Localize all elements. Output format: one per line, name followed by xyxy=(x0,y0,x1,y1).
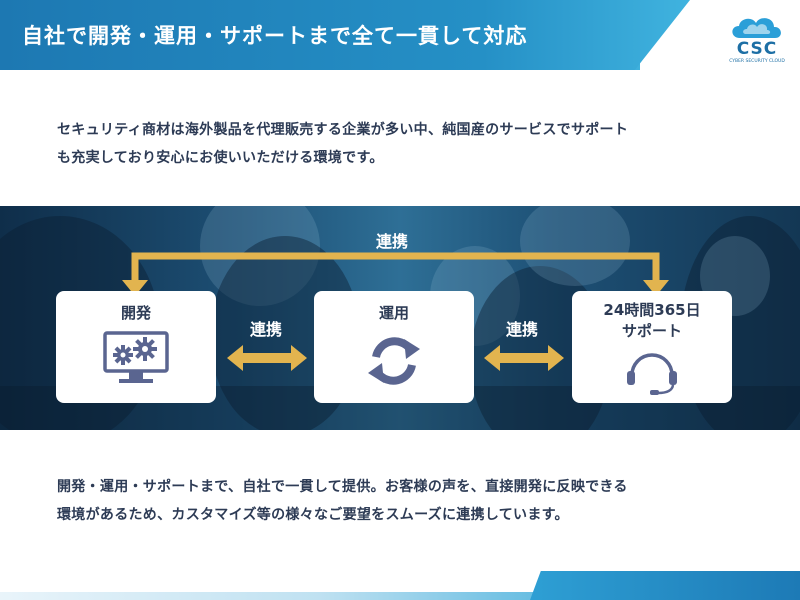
monitor-gears-icon xyxy=(103,331,169,383)
intro-line-2: も充実しており安心にお使いいただける環境です。 xyxy=(57,150,384,166)
left-link-arrow xyxy=(227,345,307,371)
outro-line-2: 環境があるため、カスタマイズ等の様々なご要望をスムーズに連携しています。 xyxy=(57,507,569,523)
support-title-line-2: サポート xyxy=(621,322,682,340)
company-logo: CSC CYBER SECURITY CLOUD xyxy=(722,12,792,68)
header-band xyxy=(0,0,690,70)
refresh-cycle-icon xyxy=(368,337,420,385)
right-link-label: 連携 xyxy=(506,320,539,339)
left-link-label: 連携 xyxy=(250,320,283,339)
logo-subtitle: CYBER SECURITY CLOUD xyxy=(729,59,785,64)
page-title: 自社で開発・運用・サポートまで全て一貫して対応 xyxy=(22,24,528,48)
development-title: 開発 xyxy=(120,304,151,322)
right-link-arrow xyxy=(484,345,564,371)
outro-paragraph: 開発・運用・サポートまで、自社で一貫して提供。お客様の声を、直接開発に反映できる… xyxy=(57,473,757,529)
footer-gradient-line xyxy=(0,592,800,600)
intro-line-1: セキュリティ商材は海外製品を代理販売する企業が多い中、純国産のサービスでサポート xyxy=(57,122,629,138)
support-card: 24時間365日 サポート xyxy=(572,291,732,403)
support-title-line-1: 24時間365日 xyxy=(603,301,701,319)
intro-paragraph: セキュリティ商材は海外製品を代理販売する企業が多い中、純国産のサービスでサポート… xyxy=(57,116,757,172)
outro-line-1: 開発・運用・サポートまで、自社で一貫して提供。お客様の声を、直接開発に反映できる xyxy=(57,479,628,495)
top-link-label: 連携 xyxy=(376,232,409,251)
header-bar: 自社で開発・運用・サポートまで全て一貫して対応 xyxy=(0,0,800,70)
operations-card: 運用 xyxy=(314,291,474,403)
logo-wordmark: CSC xyxy=(736,39,778,59)
operations-title: 運用 xyxy=(378,304,409,322)
top-link-arrow xyxy=(122,252,669,296)
footer-accent-block xyxy=(530,571,800,600)
development-card: 開発 xyxy=(56,291,216,403)
headset-icon xyxy=(627,353,677,395)
cloud-icon xyxy=(732,18,781,38)
